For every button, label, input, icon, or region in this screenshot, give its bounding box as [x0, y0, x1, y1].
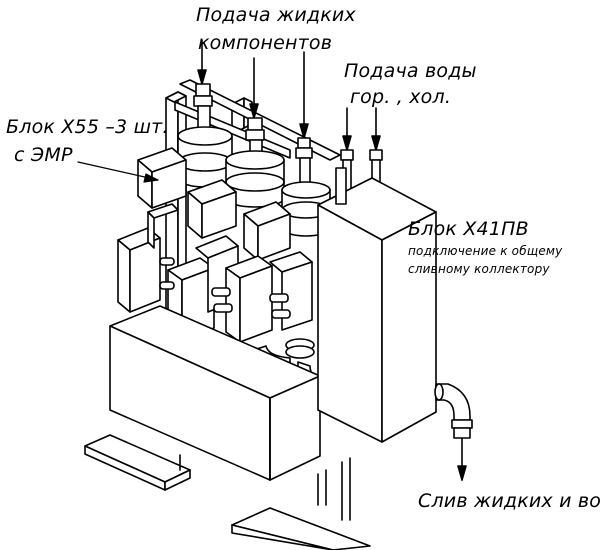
water-feed-label-line2: гор. , хол.	[350, 86, 452, 108]
block-x55-label-line2: с ЭМР	[14, 144, 73, 166]
liquid-feed-label-line2: компонентов	[198, 32, 333, 54]
block-x41pv-box	[317, 167, 437, 443]
leader-lines	[77, 161, 159, 183]
block-x55-label-line1: Блок X55 –3 шт.	[6, 116, 169, 138]
block-x41-note-line1: подключение к общему	[408, 244, 563, 258]
lower-casing	[109, 305, 321, 481]
base-stand	[84, 434, 371, 550]
water-feed-label-line1: Подача воды	[344, 60, 477, 82]
block-x41-title: Блок X41ПВ	[408, 218, 529, 240]
drain-label: Слив жидких и воды	[418, 490, 600, 512]
solenoid-valves	[137, 147, 291, 261]
drain-elbow	[434, 383, 473, 439]
block-x41-note-line2: сливному коллектору	[408, 262, 550, 276]
liquid-feed-label-line1: Подача жидких	[196, 4, 356, 26]
